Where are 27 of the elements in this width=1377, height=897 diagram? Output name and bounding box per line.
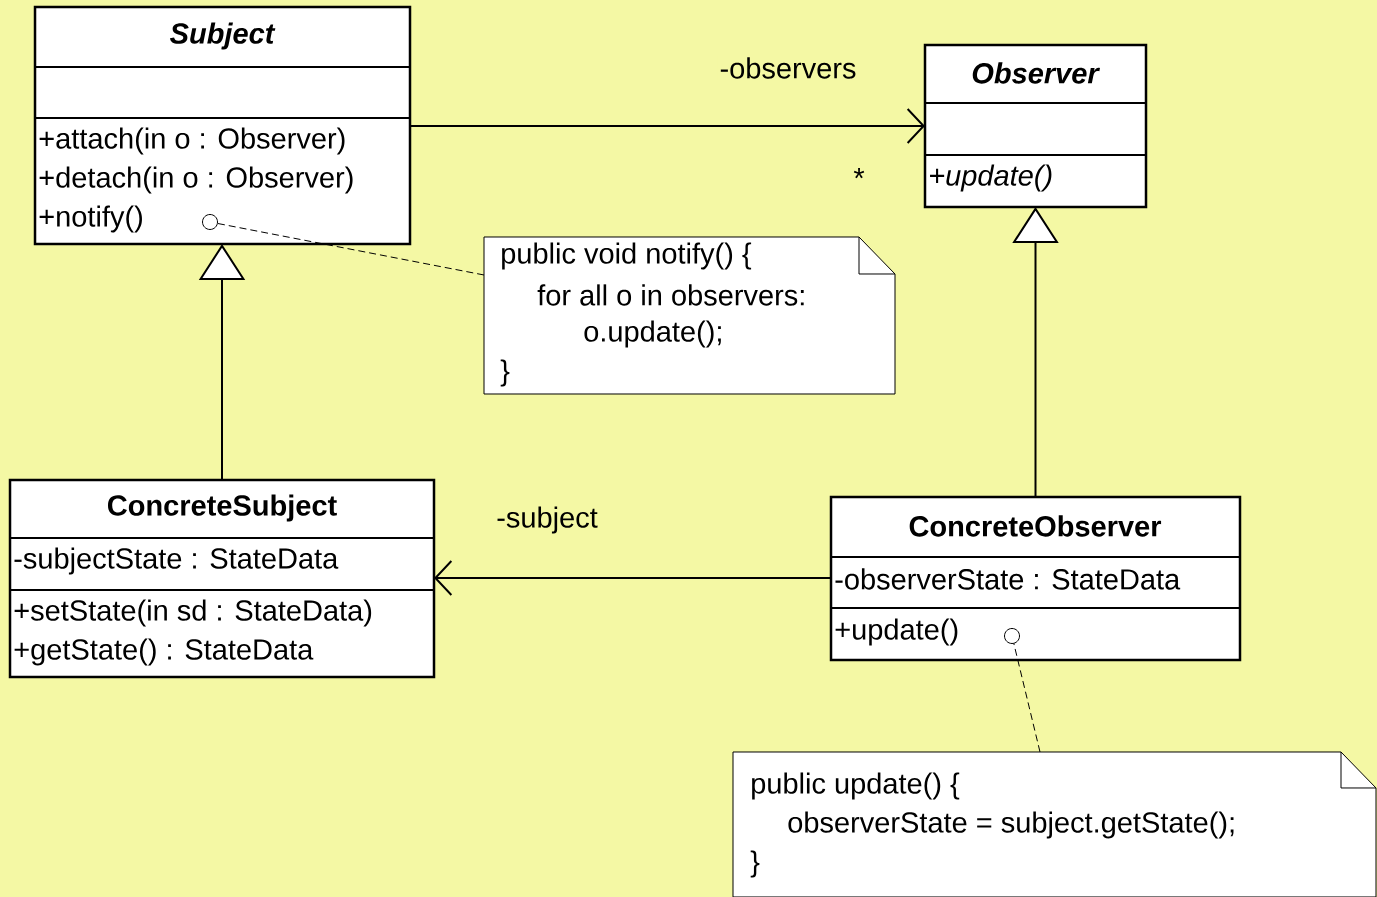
note-box: public update() { observerState = subject.getState(); } [732, 751, 1377, 897]
anchor-circle [1004, 628, 1020, 644]
association-arrow [409, 108, 925, 144]
operation-text: +attach(in o : Observer) [39, 127, 345, 155]
operation-text: +detach(in o : Observer) [39, 166, 353, 194]
anchor-circle [202, 214, 218, 230]
operation-text: +update() [930, 164, 1052, 192]
operation-text: +notify() [39, 205, 142, 233]
leader-line [216, 222, 485, 276]
attribute-text: -subjectState : StateData [14, 547, 339, 575]
operation-text: +getState() : StateData [14, 638, 314, 666]
class-box [829, 495, 1242, 662]
edge-label: -observers [717, 55, 859, 81]
multiplicity-label: * [853, 168, 865, 179]
operation-text: +setState(in sd : StateData) [14, 599, 372, 627]
association-arrow [434, 560, 832, 596]
edge-label: -subject [494, 504, 600, 536]
class-name: Subject [170, 22, 276, 50]
class-box [8, 478, 436, 679]
class-box [923, 43, 1148, 209]
attribute-text: -observerState : StateData [835, 568, 1181, 590]
note-box: public void notify() { for all o in observers: o.update(); } [483, 236, 896, 395]
class-name: Observer [972, 62, 1100, 84]
operation-text: +update() [835, 618, 958, 646]
class-box [33, 5, 412, 246]
class-name: ConcreteObserver [909, 515, 1162, 537]
class-name: ConcreteSubject [108, 494, 337, 522]
